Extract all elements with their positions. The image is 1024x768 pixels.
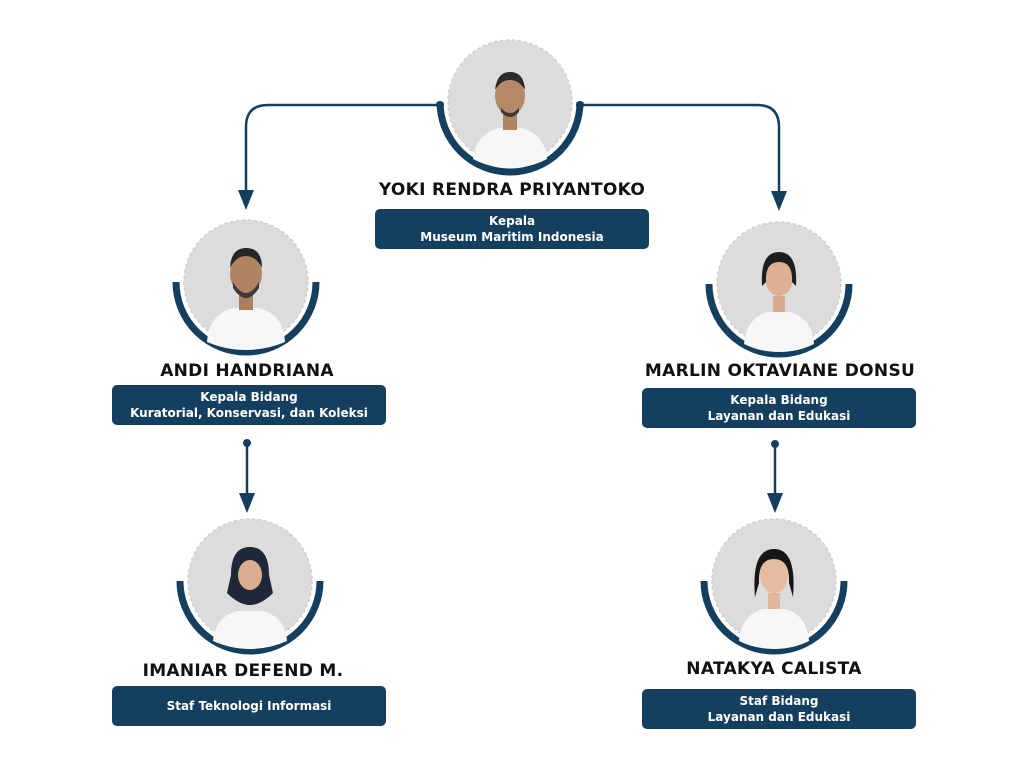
name-left-head: ANDI HANDRIANA bbox=[160, 361, 334, 381]
name-right-staff: NATAKYA CALISTA bbox=[686, 659, 862, 679]
role-line-1: Kepala bbox=[488, 214, 536, 228]
role-line-1: Staf Teknologi Informasi bbox=[166, 699, 332, 713]
portrait-head bbox=[435, 34, 585, 184]
role-line-2: Kuratorial, Konservasi, dan Koleksi bbox=[130, 406, 368, 420]
role-line-2: Museum Maritim Indonesia bbox=[420, 230, 604, 244]
portrait-right-head bbox=[704, 216, 854, 366]
role-line-2: Layanan dan Edukasi bbox=[707, 409, 851, 423]
connector-left-to-staff bbox=[239, 439, 255, 513]
role-box-right-head: Kepala Bidang Layanan dan Edukasi bbox=[642, 388, 916, 428]
connector-right-to-staff bbox=[767, 440, 783, 513]
role-box-right-staff: Staf Bidang Layanan dan Edukasi bbox=[642, 689, 916, 729]
portrait-left-staff bbox=[175, 513, 325, 663]
role-line-1: Kepala Bidang bbox=[200, 390, 298, 404]
role-line-2: Layanan dan Edukasi bbox=[707, 710, 851, 724]
role-line-1: Kepala Bidang bbox=[730, 393, 828, 407]
name-right-head: MARLIN OKTAVIANE DONSU bbox=[644, 361, 916, 381]
role-box-left-head: Kepala Bidang Kuratorial, Konservasi, da… bbox=[112, 385, 386, 425]
role-box-left-staff: Staf Teknologi Informasi bbox=[112, 686, 386, 726]
name-head: YOKI RENDRA PRIYANTOKO bbox=[378, 180, 646, 200]
role-box-head: Kepala Museum Maritim Indonesia bbox=[375, 209, 649, 249]
portrait-right-staff bbox=[699, 513, 849, 663]
name-left-staff: IMANIAR DEFEND M. bbox=[142, 661, 344, 681]
role-line-1: Staf Bidang bbox=[739, 694, 819, 708]
portrait-left-head bbox=[171, 214, 321, 364]
